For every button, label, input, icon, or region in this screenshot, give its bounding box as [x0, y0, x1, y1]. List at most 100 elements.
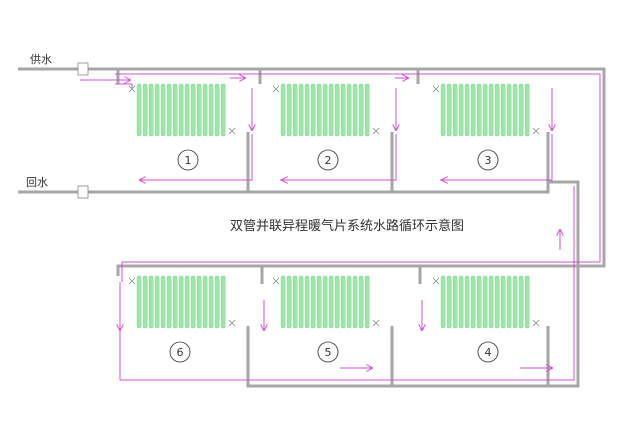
- radiator-fin: [310, 83, 316, 137]
- radiator-fin: [184, 83, 190, 137]
- radiator-fin: [160, 275, 166, 329]
- radiator-fin: [340, 275, 346, 329]
- radiator-fin: [524, 275, 530, 329]
- outlet-valve-icon: [372, 127, 380, 135]
- radiator-fin: [458, 83, 464, 137]
- radiator-fin: [446, 83, 452, 137]
- radiator-6-number: 6: [177, 346, 184, 359]
- radiator-fin: [518, 275, 524, 329]
- radiator-fin: [316, 275, 322, 329]
- radiator-fin: [322, 83, 328, 137]
- radiator-fin: [154, 83, 160, 137]
- radiator-3-circle: [477, 149, 499, 171]
- radiator-fin: [190, 83, 196, 137]
- return-label: 回水: [26, 176, 48, 189]
- radiator-4-number: 4: [485, 346, 492, 359]
- radiator-fin: [196, 275, 202, 329]
- radiator-fin: [214, 275, 220, 329]
- radiator-fin: [458, 275, 464, 329]
- radiator-fin: [148, 275, 154, 329]
- radiator-fin: [512, 275, 518, 329]
- radiator-fin: [166, 275, 172, 329]
- radiator-fin: [482, 83, 488, 137]
- radiator-5-circle: [317, 341, 339, 363]
- radiator-fin: [220, 275, 226, 329]
- radiator-fin: [328, 83, 334, 137]
- outlet-valve-icon: [228, 319, 236, 327]
- return-valve-icon: [77, 185, 89, 199]
- radiator-fin: [304, 275, 310, 329]
- radiator-fin: [482, 275, 488, 329]
- radiator-fin: [446, 275, 452, 329]
- inlet-valve-icon: [128, 277, 136, 285]
- radiator-fin: [464, 275, 470, 329]
- radiator-4-circle: [477, 341, 499, 363]
- radiator-fin: [524, 83, 530, 137]
- radiator-fin: [142, 83, 148, 137]
- radiator-4: [440, 275, 530, 329]
- radiator-1: [136, 83, 226, 137]
- radiator-fin: [500, 275, 506, 329]
- radiator-fin: [364, 275, 370, 329]
- radiator-fin: [136, 275, 142, 329]
- inlet-valve-icon: [272, 85, 280, 93]
- radiator-fin: [346, 275, 352, 329]
- radiator-fin: [196, 83, 202, 137]
- radiator-fin: [352, 275, 358, 329]
- radiator-fin: [298, 83, 304, 137]
- radiator-2: [280, 83, 370, 137]
- diagram-title: 双管并联异程暖气片系统水路循环示意图: [230, 218, 464, 234]
- radiator-fin: [488, 83, 494, 137]
- radiator-fin: [506, 83, 512, 137]
- radiator-fin: [488, 275, 494, 329]
- radiator-fin: [494, 275, 500, 329]
- flow-lines: [80, 73, 601, 381]
- radiator-fin: [202, 83, 208, 137]
- radiator-fin: [476, 83, 482, 137]
- radiator-fin: [364, 83, 370, 137]
- radiator-fin: [494, 83, 500, 137]
- radiator-fin: [172, 83, 178, 137]
- radiator-fin: [148, 83, 154, 137]
- radiator-fin: [322, 275, 328, 329]
- valves: [128, 85, 540, 327]
- radiator-fin: [476, 275, 482, 329]
- radiator-fin: [440, 83, 446, 137]
- radiator-fin: [328, 275, 334, 329]
- supply-label: 供水: [30, 52, 52, 66]
- outlet-valve-icon: [372, 319, 380, 327]
- radiator-fin: [298, 275, 304, 329]
- radiator-fin: [340, 83, 346, 137]
- radiator-fin: [358, 83, 364, 137]
- radiator-fin: [286, 83, 292, 137]
- outlet-valve-icon: [532, 127, 540, 135]
- radiator-fin: [202, 275, 208, 329]
- radiator-fin: [142, 275, 148, 329]
- radiator-fin: [304, 83, 310, 137]
- radiator-fin: [280, 275, 286, 329]
- radiator-number-circles: 1 2 3 4 5 6: [169, 149, 499, 363]
- radiator-fin: [208, 275, 214, 329]
- inlet-valve-icon: [432, 277, 440, 285]
- outlet-valve-icon: [228, 127, 236, 135]
- radiator-fin: [512, 83, 518, 137]
- radiator-fin: [352, 83, 358, 137]
- radiator-fin: [440, 275, 446, 329]
- radiator-fin: [470, 275, 476, 329]
- radiator-fin: [500, 83, 506, 137]
- radiator-fin: [172, 275, 178, 329]
- radiator-fin: [220, 83, 226, 137]
- supply-valve-icon: [77, 62, 89, 76]
- radiator-fin: [518, 83, 524, 137]
- radiator-fin: [470, 83, 476, 137]
- radiator-fin: [286, 275, 292, 329]
- radiator-2-circle: [317, 149, 339, 171]
- radiator-fin: [208, 83, 214, 137]
- inlet-valve-icon: [272, 277, 280, 285]
- radiator-fin: [316, 83, 322, 137]
- radiator-6-circle: [169, 341, 191, 363]
- radiator-fin: [178, 83, 184, 137]
- radiator-3: [440, 83, 530, 137]
- radiator-fin: [310, 275, 316, 329]
